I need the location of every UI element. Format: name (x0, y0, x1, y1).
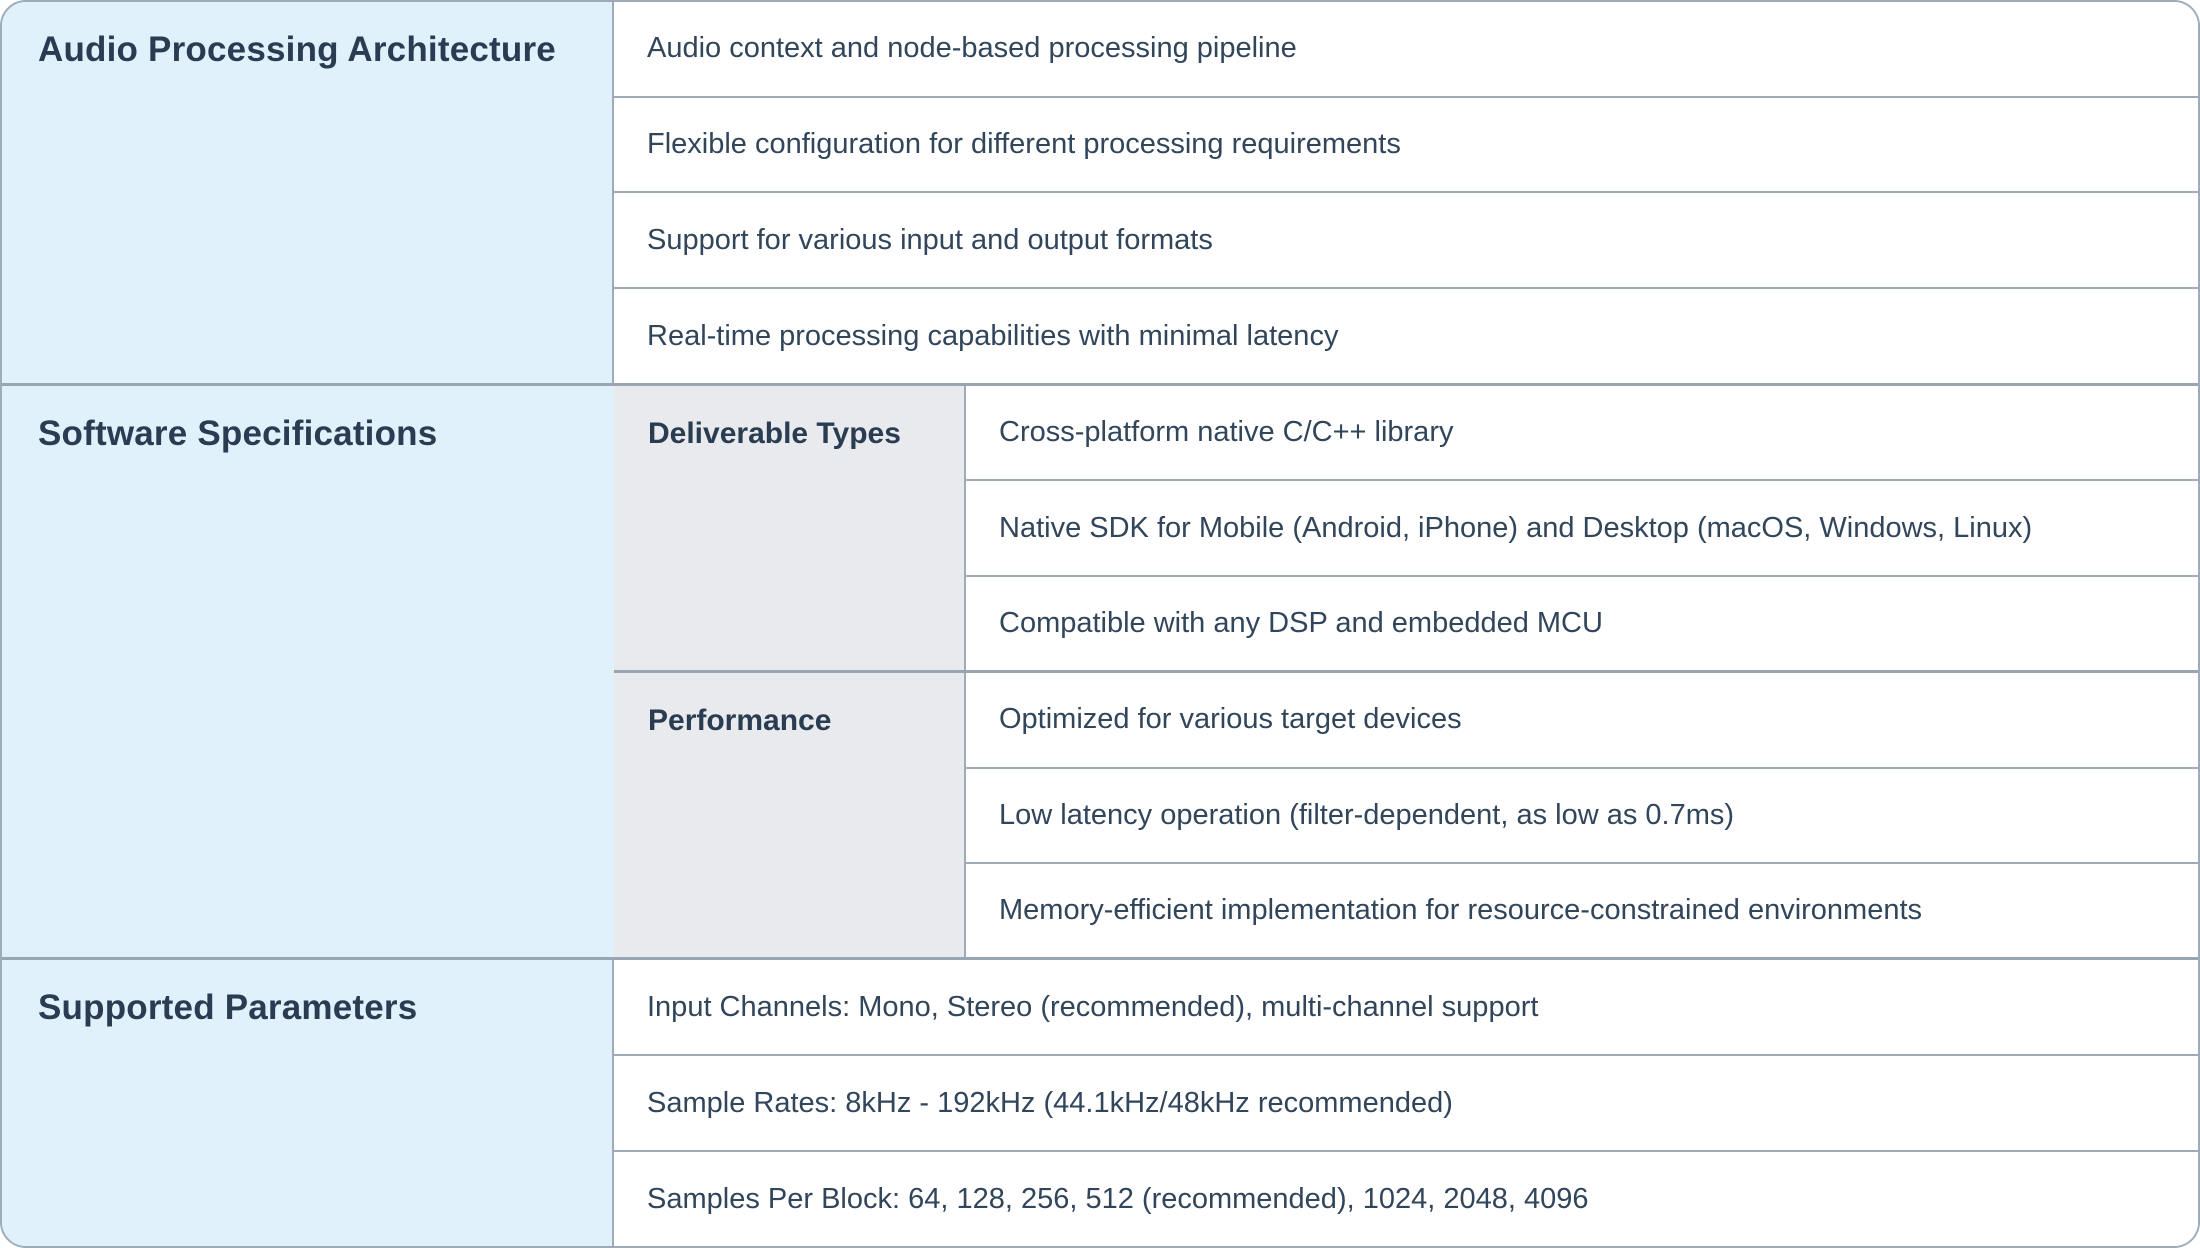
spec-row: Native SDK for Mobile (Android, iPhone) … (966, 481, 2198, 577)
section-title-cell: Software Specifications (2, 385, 614, 958)
group-label-cell: Deliverable Types (614, 385, 966, 671)
spec-row: Optimized for various target devices (966, 673, 2198, 769)
spec-row: Memory-efficient implementation for reso… (966, 863, 2198, 958)
group-rows: Cross-platform native C/C++ library Nati… (966, 385, 2198, 671)
group-label: Performance (648, 704, 832, 738)
section-software-specifications: Software Specifications Deliverable Type… (2, 382, 2198, 958)
spec-row: Sample Rates: 8kHz - 192kHz (44.1kHz/48k… (614, 1056, 2198, 1153)
spec-row: Flexible configuration for different pro… (614, 97, 2198, 194)
group-performance: Performance Optimized for various target… (614, 673, 2198, 958)
spec-row: Cross-platform native C/C++ library (966, 385, 2198, 482)
spec-row: Input Channels: Mono, Stereo (recommende… (614, 960, 2198, 1057)
section-rows: Audio context and node-based processing … (614, 2, 2198, 383)
section-title: Audio Processing Architecture (38, 30, 556, 69)
section-title-cell: Audio Processing Architecture (2, 2, 614, 383)
spec-row: Low latency operation (filter-dependent,… (966, 768, 2198, 864)
spec-row: Samples Per Block: 64, 128, 256, 512 (re… (614, 1152, 2198, 1246)
section-title: Supported Parameters (38, 988, 418, 1028)
group-label: Deliverable Types (648, 416, 901, 450)
spec-row: Audio context and node-based processing … (614, 2, 2198, 98)
section-groups: Deliverable Types Cross-platform native … (614, 385, 2198, 958)
group-label-cell: Performance (614, 673, 966, 958)
section-title: Software Specifications (38, 413, 438, 453)
group-deliverable-types: Deliverable Types Cross-platform native … (614, 385, 2198, 674)
section-supported-parameters: Supported Parameters Input Channels: Mon… (2, 957, 2198, 1246)
group-rows: Optimized for various target devices Low… (966, 673, 2198, 958)
spec-row: Real-time processing capabilities with m… (614, 289, 2198, 383)
section-rows: Input Channels: Mono, Stereo (recommende… (614, 960, 2198, 1246)
section-audio-processing-architecture: Audio Processing Architecture Audio cont… (2, 2, 2198, 383)
spec-row: Compatible with any DSP and embedded MCU (966, 576, 2198, 671)
spec-row: Support for various input and output for… (614, 193, 2198, 290)
section-title-cell: Supported Parameters (2, 960, 614, 1246)
